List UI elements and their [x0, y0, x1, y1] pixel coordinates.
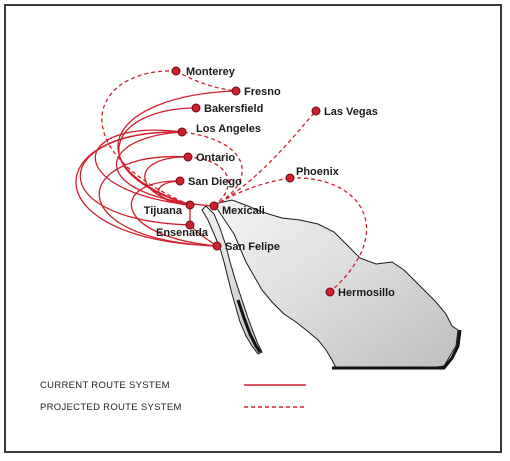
- route-san-felipe-ontario: [98, 156, 218, 247]
- city-label-hermosillo: Hermosillo: [338, 287, 395, 299]
- city-label-mexicali: Mexicali: [222, 205, 265, 217]
- city-dot-hermosillo[interactable]: [325, 287, 335, 297]
- city-dot-mexicali[interactable]: [209, 201, 219, 211]
- city-label-phoenix: Phoenix: [296, 166, 340, 178]
- city-label-las-vegas: Las Vegas: [324, 106, 378, 118]
- city-label-bakersfield: Bakersfield: [204, 103, 263, 115]
- city-dot-san-felipe[interactable]: [212, 241, 222, 251]
- mainland-shadow: [332, 329, 462, 370]
- proj-mexicali-los-angeles: [181, 131, 243, 207]
- city-label-tijuana: Tijuana: [144, 205, 183, 217]
- city-dots: [171, 66, 335, 297]
- legend-projected-label: PROJECTED ROUTE SYSTEM: [40, 402, 182, 413]
- city-dot-tijuana[interactable]: [185, 200, 195, 210]
- proj-phoenix-hermosillo: [289, 177, 368, 293]
- city-dot-ensenada[interactable]: [185, 220, 195, 230]
- current-routes: [75, 90, 237, 247]
- city-label-los-angeles: Los Angeles: [196, 123, 261, 135]
- route-tijuana-bakersfield: [118, 107, 197, 206]
- mexico-mainland: [213, 199, 459, 369]
- route-tijuana-los-angeles: [94, 129, 191, 206]
- city-dot-fresno[interactable]: [231, 86, 241, 96]
- route-mexicali-los-angeles: [115, 131, 215, 207]
- route-tijuana-san-diego: [158, 180, 191, 206]
- city-dot-monterey[interactable]: [171, 66, 181, 76]
- legend-current-label: CURRENT ROUTE SYSTEM: [40, 380, 170, 391]
- city-label-monterey: Monterey: [186, 66, 236, 78]
- city-dot-san-diego[interactable]: [175, 176, 185, 186]
- city-dot-ontario[interactable]: [183, 152, 193, 162]
- proj-tijuana-monterey: [101, 70, 191, 206]
- city-dot-los-angeles[interactable]: [177, 127, 187, 137]
- city-dot-phoenix[interactable]: [285, 173, 295, 183]
- route-san-felipe-san-diego: [130, 180, 218, 247]
- city-labels: Monterey Fresno Bakersfield Las Vegas Lo…: [144, 66, 395, 299]
- city-dot-bakersfield[interactable]: [191, 103, 201, 113]
- city-label-san-felipe: San Felipe: [225, 241, 280, 253]
- route-san-felipe-los-angeles: [75, 131, 218, 247]
- proj-mexicali-phoenix: [213, 177, 291, 207]
- legend: CURRENT ROUTE SYSTEM PROJECTED ROUTE SYS…: [40, 380, 306, 413]
- city-dot-las-vegas[interactable]: [311, 106, 321, 116]
- proj-monterey-fresno: [175, 70, 237, 92]
- baja-shadow: [236, 299, 262, 353]
- city-label-fresno: Fresno: [244, 86, 281, 98]
- projected-routes: [101, 70, 368, 293]
- proj-mexicali-ontario: [187, 156, 229, 207]
- city-label-ontario: Ontario: [196, 152, 235, 164]
- city-label-san-diego: San Diego: [188, 176, 242, 188]
- city-label-ensenada: Ensenada: [156, 227, 209, 239]
- proj-mexicali-las-vegas: [213, 110, 317, 207]
